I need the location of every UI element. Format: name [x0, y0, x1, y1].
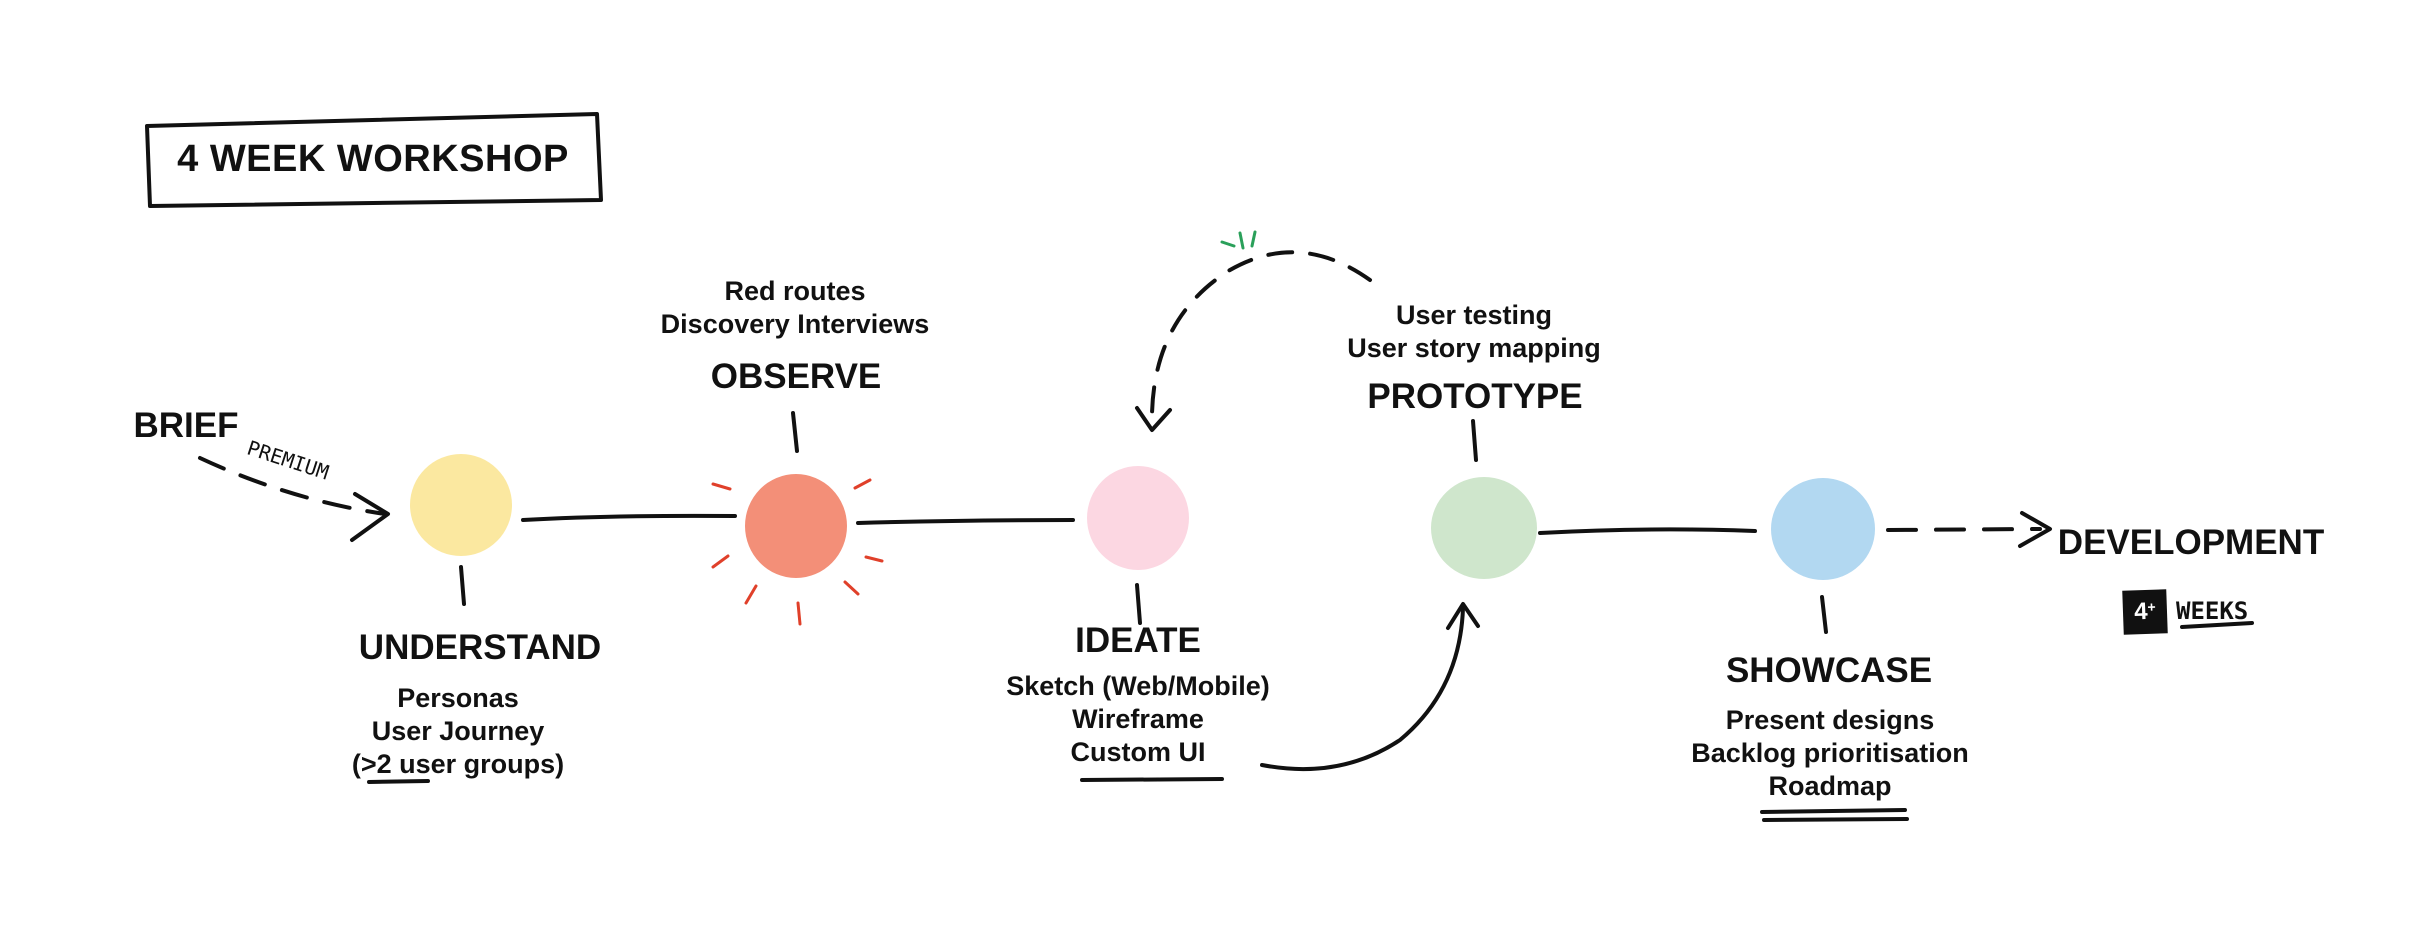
brief-arrow: [198, 456, 387, 516]
brief-label: BRIEF: [133, 406, 239, 445]
stem-prototype: [1471, 419, 1478, 462]
development-label: DEVELOPMENT: [2057, 523, 2325, 562]
detail-item: Discovery Interviews: [660, 309, 930, 339]
detail-item: Sketch (Web/Mobile): [1006, 671, 1270, 701]
weeks-underline: [2180, 621, 2254, 629]
page-title: 4 WEEK WORKSHOP: [177, 138, 569, 180]
stage-node-showcase: [1771, 478, 1875, 580]
detail-item: Backlog prioritisation: [1691, 738, 1969, 768]
connector-observe-ideate: [856, 518, 1075, 525]
stage-name-ideate: IDEATE: [1075, 621, 1201, 660]
detail-item: Red routes: [724, 276, 866, 306]
connector-understand-observe: [521, 513, 737, 522]
badge-plus: +: [2147, 598, 2156, 615]
detail-item: Roadmap: [1768, 771, 1892, 801]
ideate-to-prototype-head: [1446, 602, 1480, 630]
stage-name-prototype: PROTOTYPE: [1367, 377, 1583, 416]
brief-arrow-head: [350, 492, 390, 542]
stem-showcase: [1820, 595, 1828, 634]
stage-details-showcase: Present designs Backlog prioritisation R…: [1691, 704, 1969, 803]
development-arrow: [1886, 527, 2042, 532]
showcase-underline-1: [1760, 808, 1907, 814]
development-arrow-head: [2018, 511, 2052, 548]
stem-ideate: [1135, 583, 1142, 625]
detail-item: User Journey: [371, 716, 545, 746]
badge-number: 4: [2133, 597, 2149, 626]
stage-name-observe: OBSERVE: [710, 357, 882, 396]
stage-details-prototype: User testing User story mapping: [1347, 299, 1601, 365]
stage-name-understand: UNDERSTAND: [358, 628, 602, 667]
weeks-text: WEEKS: [2176, 597, 2249, 625]
detail-item: Present designs: [1725, 705, 1935, 735]
detail-item: Wireframe: [1072, 704, 1204, 734]
stage-details-observe: Red routes Discovery Interviews: [661, 275, 930, 341]
observe-burst: [711, 478, 884, 626]
connector-prototype-showcase: [1538, 527, 1757, 535]
weeks-badge: 4+: [2122, 589, 2168, 635]
showcase-underline-2: [1762, 817, 1909, 822]
feedback-loop-arrow: [1149, 250, 1372, 427]
detail-item: (>2 user groups): [351, 749, 565, 779]
ideate-to-prototype-arrow: [1260, 606, 1465, 772]
detail-item: Personas: [397, 683, 519, 713]
understand-underline: [367, 779, 430, 784]
stage-node-observe: [745, 474, 847, 578]
ideate-underline: [1080, 777, 1224, 782]
stage-name-showcase: SHOWCASE: [1725, 651, 1933, 690]
stage-node-understand: [410, 454, 512, 556]
feedback-loop-head: [1135, 406, 1172, 432]
stem-observe: [791, 411, 799, 453]
detail-item: User testing: [1395, 300, 1553, 330]
stage-details-understand: Personas User Journey (>2 user groups): [352, 682, 564, 781]
stem-understand: [459, 565, 466, 606]
stage-node-prototype: [1431, 477, 1537, 579]
detail-item: User story mapping: [1347, 333, 1601, 363]
stage-details-ideate: Sketch (Web/Mobile) Wireframe Custom UI: [1006, 670, 1270, 769]
detail-item: Custom UI: [1070, 737, 1206, 767]
sparkle-icon: [1220, 230, 1257, 250]
stage-node-ideate: [1087, 466, 1189, 570]
title-box: [145, 112, 603, 208]
